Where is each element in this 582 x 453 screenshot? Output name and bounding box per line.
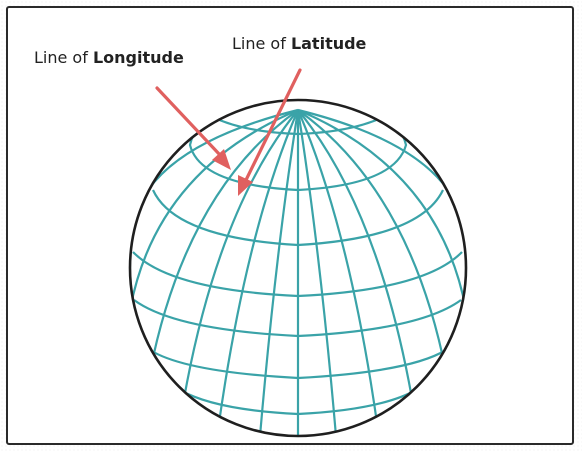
longitude-line [298, 110, 446, 372]
latitude-label: Line of Latitude [232, 34, 366, 53]
latitude-label-bold: Latitude [291, 34, 366, 53]
longitude-arrowhead [212, 149, 231, 170]
latitude-label-prefix: Line of [232, 34, 291, 53]
longitude-line [298, 110, 378, 430]
longitude-label-prefix: Line of [34, 48, 93, 67]
longitude-label: Line of Longitude [34, 48, 184, 67]
longitude-arrow [157, 88, 220, 155]
longitude-label-bold: Longitude [93, 48, 184, 67]
